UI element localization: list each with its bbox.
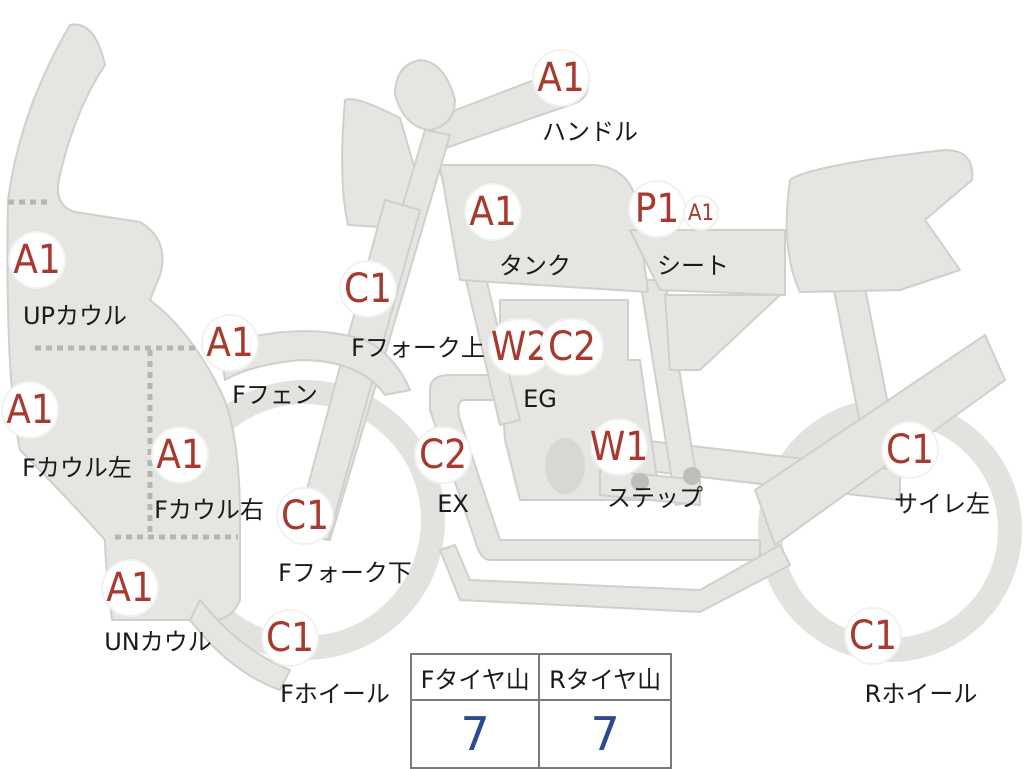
grade-badge-seat-secondary: A1 xyxy=(685,197,717,229)
grade-badge-step: W1 xyxy=(590,420,648,474)
grade-badge-engine-primary: W2 xyxy=(490,320,550,374)
label-silencer: サイレ左 xyxy=(894,490,990,518)
front-fender-shape xyxy=(219,330,411,396)
label-front-fender: Fフェン xyxy=(232,381,318,409)
front-tire-header: Fタイヤ山 xyxy=(409,653,541,701)
grade-badge-tank: A1 xyxy=(466,185,520,239)
label-rear-wheel: Rホイール xyxy=(864,680,978,708)
label-front-cowl-left: Fカウル左 xyxy=(22,454,132,482)
label-seat: シート xyxy=(657,252,729,280)
grade-badge-rear-wheel: C1 xyxy=(846,609,900,663)
label-step: ステップ xyxy=(607,484,703,512)
side-cover-shape xyxy=(664,294,781,371)
exhaust-pipe-shape xyxy=(429,374,761,561)
grade-badge-engine-secondary: C2 xyxy=(542,320,602,374)
label-up-cowl: UPカウル xyxy=(22,302,128,330)
exhaust-pipe-lower-shape xyxy=(439,544,791,613)
mirror-shape xyxy=(394,59,456,131)
label-engine: EG xyxy=(523,385,557,413)
label-front-cowl-right: Fカウル右 xyxy=(154,496,264,524)
label-front-fork-upper: Fフォーク上 xyxy=(351,334,485,362)
rear-tire-header: Rタイヤ山 xyxy=(538,653,672,701)
tail-cowl-shape xyxy=(785,149,974,293)
seat-shape xyxy=(629,229,786,296)
label-tank: タンク xyxy=(499,252,571,280)
label-front-fork-lower: Fフォーク下 xyxy=(278,559,412,587)
grade-badge-handle: A1 xyxy=(534,51,588,105)
grade-badge-seat-primary: P1 xyxy=(630,182,684,236)
step-bar-shape xyxy=(599,469,701,506)
grade-badge-front-wheel: C1 xyxy=(263,611,317,665)
grade-badge-up-cowl: A1 xyxy=(10,233,64,287)
grade-badge-front-cowl-right: A1 xyxy=(153,428,207,482)
label-under-cowl: UNカウル xyxy=(104,628,212,656)
grade-badge-silencer: C1 xyxy=(883,423,937,477)
grade-badge-front-cowl-left: A1 xyxy=(3,383,57,437)
step-peg-right-shape xyxy=(683,467,701,485)
under-cowl-shape xyxy=(189,599,291,691)
front-tire-value: 7 xyxy=(409,699,541,769)
grade-badge-exhaust: C2 xyxy=(416,428,470,482)
engine-cover-shape xyxy=(545,438,585,494)
label-handle: ハンドル xyxy=(542,118,638,146)
rear-tire-value: 7 xyxy=(538,699,672,769)
grade-badge-front-fork-lower: C1 xyxy=(278,489,332,543)
grade-badge-front-fork-upper: C1 xyxy=(341,262,395,316)
grade-badge-front-fender: A1 xyxy=(203,316,257,370)
label-exhaust: EX xyxy=(437,490,469,518)
step-peg-left-shape xyxy=(631,473,649,491)
grade-badge-under-cowl: A1 xyxy=(103,561,157,615)
label-front-wheel: Fホイール xyxy=(280,680,390,708)
silencer-shape xyxy=(754,334,1006,546)
tire-tread-table: Fタイヤ山 Rタイヤ山 7 7 xyxy=(409,653,672,769)
